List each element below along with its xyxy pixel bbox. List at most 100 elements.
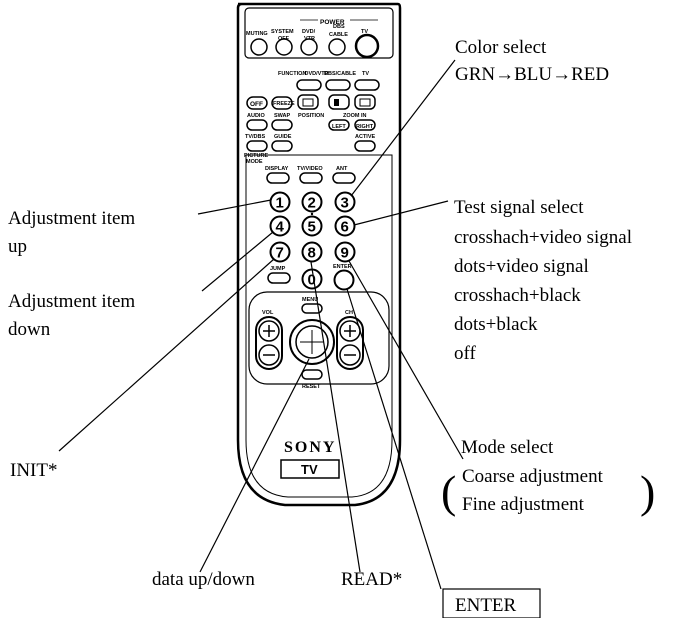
leader-lines (58, 59, 464, 590)
svg-text:2: 2 (308, 195, 316, 212)
test-signal-label: Test signal select (454, 197, 584, 218)
svg-text:DBS/CABLE: DBS/CABLE (324, 71, 356, 77)
active-button[interactable] (354, 140, 376, 152)
enter-box-label: ENTER (455, 595, 517, 616)
key-5[interactable] (301, 215, 323, 237)
zoom-right-button[interactable] (354, 119, 376, 131)
power-label: POWER (320, 19, 345, 26)
data-updown-label: data up/down (152, 569, 255, 590)
pip-button[interactable] (297, 94, 319, 110)
audio-label: AUDIO (247, 113, 265, 119)
svg-text:1: 1 (276, 195, 284, 212)
key-8[interactable] (301, 241, 323, 263)
svg-text:PICTURE: PICTURE (244, 153, 268, 159)
zoom-left-button[interactable] (328, 119, 350, 131)
svg-text:TV: TV (362, 71, 369, 77)
svg-text:6: 6 (341, 219, 349, 236)
svg-text:7: 7 (276, 245, 284, 262)
svg-text:MODE: MODE (246, 159, 263, 165)
function-tv-button[interactable] (354, 79, 380, 91)
adjust-up-label: Adjustment item (8, 208, 135, 229)
test-signal-opt-1: crosshach+video signal (454, 227, 632, 248)
reset-button[interactable] (301, 369, 323, 380)
vol-label: VOL (262, 310, 274, 316)
svg-text:CABLE: CABLE (329, 32, 348, 38)
right-label: RIGHT (356, 124, 374, 130)
muting-label: MUTING (246, 31, 268, 37)
mode-select-label: Mode select (461, 437, 554, 458)
off-label: OFF (250, 101, 263, 108)
tv-dbs-button[interactable] (246, 140, 268, 152)
freeze-button[interactable] (271, 96, 293, 110)
guide-label: GUIDE (274, 134, 292, 140)
menu-button[interactable] (301, 303, 323, 314)
tv-video-label: TV/VIDEO (297, 166, 323, 172)
dvd-vtr-power-button[interactable] (300, 38, 318, 56)
keypad: 1 2 3 4 5 6 7 8 9 JUMP 0 ENTER (267, 191, 356, 291)
function-label: FUNCTION (278, 71, 306, 77)
dbs-cable-power-button[interactable] (328, 38, 346, 56)
color-select-sequence: GRN→BLU→RED (455, 64, 609, 85)
svg-text:9: 9 (341, 245, 349, 262)
key-3[interactable] (334, 191, 356, 213)
freeze-label: FREEZE (273, 101, 295, 107)
svg-text:3: 3 (341, 195, 349, 212)
svg-text:DBS: DBS (333, 24, 345, 30)
adjust-down-label: Adjustment item (8, 291, 135, 312)
mode-fine: Fine adjustment (462, 494, 585, 515)
tv-badge (280, 459, 340, 479)
mode-bracket-left: ( (441, 466, 456, 517)
swap-label: SWAP (274, 113, 291, 119)
key-4[interactable] (269, 215, 291, 237)
position-label: POSITION (298, 113, 324, 119)
system-off-label: SYSTEM (271, 29, 294, 35)
key-2[interactable] (301, 191, 323, 213)
read-label: READ* (341, 569, 402, 590)
audio-button[interactable] (246, 119, 268, 131)
test-signal-opt-4: dots+black (454, 314, 538, 335)
brand-logo: SONY (284, 439, 336, 456)
svg-text:DVD/: DVD/ (302, 29, 316, 35)
ant-button[interactable] (332, 172, 356, 184)
svg-text:0: 0 (308, 272, 316, 289)
svg-text:→DVD/VTR: →DVD/VTR (299, 71, 329, 77)
test-signal-opt-3: crosshach+black (454, 285, 581, 306)
remote-inner-outline (245, 154, 393, 498)
function-dbs-cable-button[interactable] (325, 79, 351, 91)
system-off-button[interactable] (275, 38, 293, 56)
adjust-up-label-2: up (8, 236, 27, 257)
left-label: LEFT (332, 124, 346, 130)
swap-button[interactable] (271, 119, 293, 131)
ch-label: CH (345, 310, 353, 316)
reset-label: RESET (302, 384, 321, 390)
key-7[interactable] (269, 241, 291, 263)
display-label: DISPLAY (265, 166, 289, 172)
svg-text:5: 5 (308, 219, 316, 236)
enter-box (442, 588, 541, 618)
key-9[interactable] (334, 241, 356, 263)
guide-button[interactable] (271, 140, 293, 152)
mode-coarse: Coarse adjustment (462, 466, 604, 487)
test-signal-opt-2: dots+video signal (454, 256, 589, 277)
zoom-in-label: ZOOM IN (343, 113, 367, 119)
off-button[interactable] (246, 96, 268, 110)
display-button[interactable] (266, 172, 290, 184)
tv-dbs-label: TV/DBS (245, 134, 266, 140)
window-button[interactable] (354, 94, 376, 110)
key-1[interactable] (269, 191, 291, 213)
enter-key-label: ENTER (333, 264, 352, 270)
jump-button[interactable] (267, 272, 291, 284)
tv-badge-label: TV (301, 462, 318, 477)
function-dvd-vtr-button[interactable] (296, 79, 322, 91)
svg-text:4: 4 (276, 219, 285, 236)
active-label: ACTIVE (355, 134, 376, 140)
svg-text:TV: TV (361, 29, 368, 35)
enter-key[interactable] (333, 269, 355, 291)
key-6[interactable] (334, 215, 356, 237)
muting-button[interactable] (250, 38, 268, 56)
tv-video-button[interactable] (299, 172, 323, 184)
test-signal-opt-5: off (454, 343, 476, 364)
tv-power-button[interactable] (354, 33, 380, 59)
